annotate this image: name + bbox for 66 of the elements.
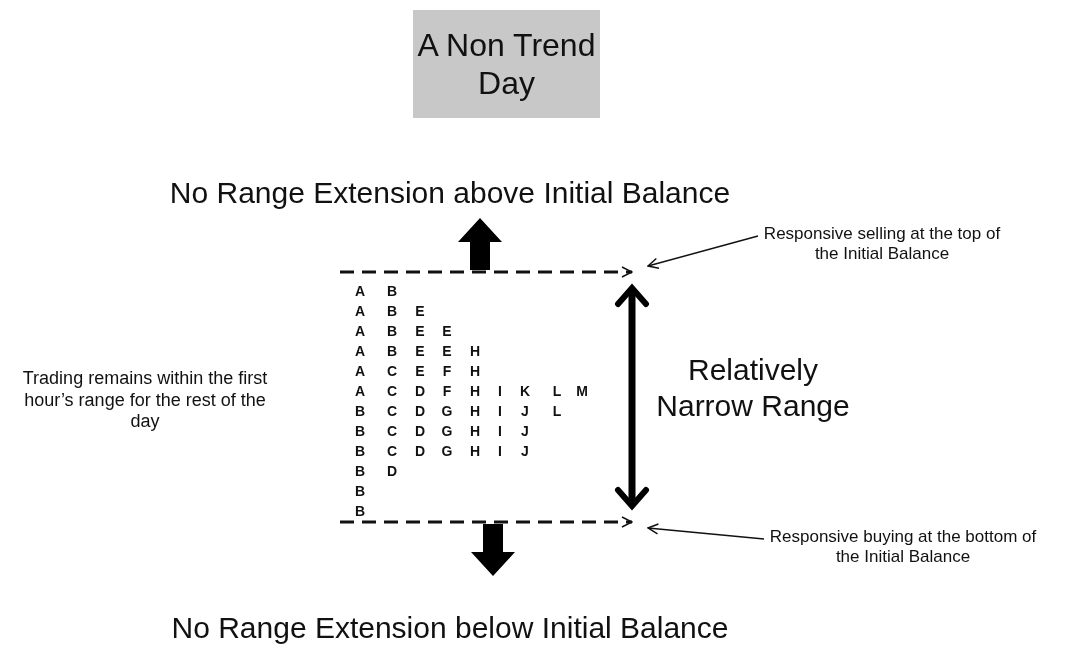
tpo-letter: C (385, 403, 399, 419)
tpo-letter: J (520, 403, 530, 419)
tpo-letter: E (414, 363, 426, 379)
tpo-letter: J (520, 423, 530, 439)
tpo-letter: B (353, 463, 367, 479)
heading-text: No Range Extension above Initial Balance (168, 175, 732, 211)
tpo-letter: H (468, 423, 482, 439)
tpo-letter: B (353, 503, 367, 519)
tpo-letter: E (441, 343, 453, 359)
tpo-letter: C (385, 443, 399, 459)
tpo-letter: F (441, 363, 453, 379)
tpo-letter: A (353, 303, 367, 319)
tpo-letter: J (520, 443, 530, 459)
tpo-letter: D (413, 443, 427, 459)
tpo-letter: I (497, 403, 503, 419)
tpo-letter: D (413, 403, 427, 419)
tpo-letter: C (385, 423, 399, 439)
dashed-boundary-line (340, 516, 633, 528)
tpo-letter: B (385, 343, 399, 359)
tpo-letter: D (413, 383, 427, 399)
leader-line (647, 235, 759, 269)
tpo-letter: D (385, 463, 399, 479)
tpo-letter: B (385, 323, 399, 339)
tpo-letter: H (468, 443, 482, 459)
tpo-letter: M (575, 383, 589, 399)
tpo-letter: E (414, 303, 426, 319)
heading-text: No Range Extension below Initial Balance (170, 610, 730, 646)
note-text: Trading remains within the first hour’s range for the rest of the day (21, 368, 269, 433)
tpo-letter: B (353, 423, 367, 439)
dashed-boundary-line (340, 266, 633, 278)
tpo-letter: B (353, 483, 367, 499)
tpo-letter: B (385, 283, 399, 299)
tpo-letter: F (441, 383, 453, 399)
tpo-letter: G (440, 403, 454, 419)
tpo-letter: A (353, 343, 367, 359)
callout-text: Responsive selling at the top of the Initial Balance (762, 224, 1002, 265)
leader-line (647, 523, 765, 540)
tpo-letter: H (468, 403, 482, 419)
tpo-letter: H (468, 343, 482, 359)
callout-text: Responsive buying at the bottom of the Initial Balance (768, 527, 1038, 568)
tpo-letter: I (497, 443, 503, 459)
double-arrow (615, 285, 649, 509)
tpo-letter: C (385, 383, 399, 399)
range-label: Relatively Narrow Range (655, 352, 851, 424)
tpo-letter: E (441, 323, 453, 339)
tpo-letter: G (440, 423, 454, 439)
title-box: A Non Trend Day (413, 10, 600, 118)
tpo-letter: H (468, 363, 482, 379)
tpo-letter: A (353, 363, 367, 379)
tpo-letter: L (551, 383, 563, 399)
tpo-letter: D (413, 423, 427, 439)
tpo-letter: H (468, 383, 482, 399)
tpo-letter: B (385, 303, 399, 319)
tpo-letter: A (353, 283, 367, 299)
tpo-letter: I (497, 383, 503, 399)
tpo-letter: E (414, 323, 426, 339)
tpo-letter: I (497, 423, 503, 439)
tpo-letter: C (385, 363, 399, 379)
tpo-letter: G (440, 443, 454, 459)
tpo-letter: L (551, 403, 563, 419)
tpo-letter: A (353, 323, 367, 339)
tpo-letter: E (414, 343, 426, 359)
tpo-letter: B (353, 403, 367, 419)
tpo-letter: B (353, 443, 367, 459)
tpo-letter: A (353, 383, 367, 399)
tpo-letter: K (518, 383, 532, 399)
